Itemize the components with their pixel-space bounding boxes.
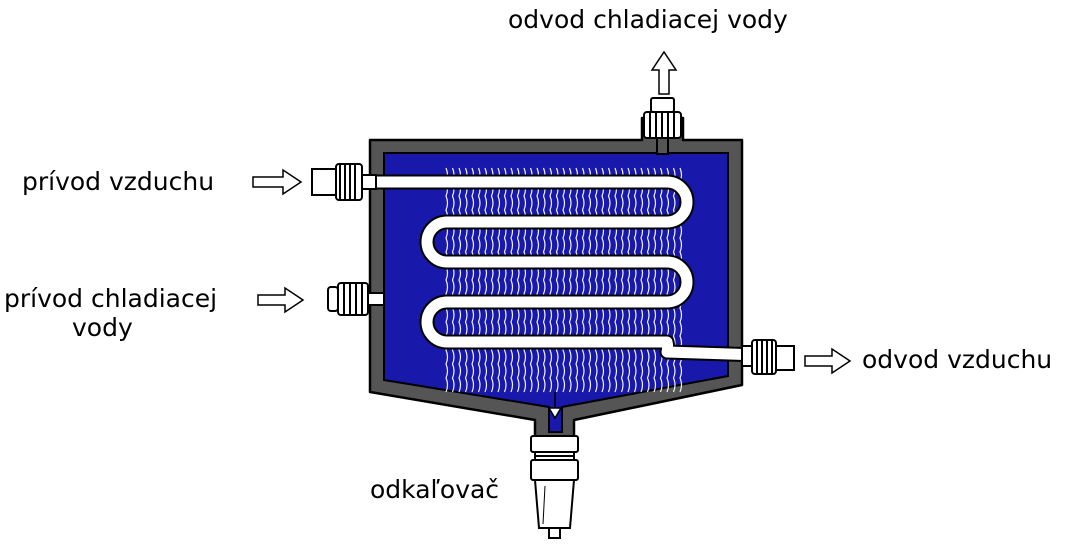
air-inlet-fitting — [311, 163, 377, 201]
coolant-inlet-fitting — [327, 282, 385, 316]
drain-flow-arrow — [547, 392, 563, 420]
label-water-outlet: odvod chladiacej vody — [508, 5, 788, 34]
coolant-outlet-fitting — [643, 97, 682, 155]
fin-line — [542, 167, 546, 393]
fin-line — [575, 167, 579, 393]
fin-line — [601, 167, 605, 393]
fin-line — [588, 167, 592, 393]
fin-line — [523, 167, 527, 393]
fin-line — [477, 167, 481, 393]
fin-line — [620, 167, 624, 393]
coolant-inlet-arrow — [257, 286, 305, 314]
fin-line — [458, 167, 462, 393]
fin-line — [555, 167, 559, 393]
fin-line — [490, 167, 494, 393]
fin-line — [451, 167, 455, 393]
fin-line — [581, 167, 585, 393]
fin-line — [646, 167, 650, 393]
fin-line — [529, 167, 533, 393]
air-outlet-fitting — [741, 339, 795, 375]
fin-line — [653, 167, 657, 393]
fin-line — [464, 167, 468, 393]
fin-line — [549, 167, 553, 393]
fin-line — [503, 167, 507, 393]
fin-line — [614, 167, 618, 393]
fin-line — [562, 167, 566, 393]
label-air-inlet: prívod vzduchu — [22, 167, 214, 196]
coolant-outlet-arrow — [650, 50, 678, 95]
fin-line — [445, 167, 449, 393]
label-water-inlet-line1: prívod chladiacej — [4, 284, 217, 313]
fin-line — [471, 167, 475, 393]
drain-valve — [530, 435, 579, 539]
label-air-outlet: odvod vzduchu — [862, 345, 1052, 374]
fin-line — [633, 167, 637, 393]
fin-line — [640, 167, 644, 393]
air-outlet-arrow — [804, 347, 852, 375]
fin-line — [510, 167, 514, 393]
fin-line — [516, 167, 520, 393]
fin-line — [627, 167, 631, 393]
air-inlet-arrow — [252, 168, 303, 196]
fin-line — [497, 167, 501, 393]
fin-line — [484, 167, 488, 393]
fin-line — [594, 167, 598, 393]
label-drain: odkaľovač — [370, 475, 499, 504]
fin-line — [536, 167, 540, 393]
cooling-fins — [445, 167, 683, 393]
label-water-inlet-line2: vody — [72, 313, 133, 342]
serpentine-tube — [350, 176, 761, 361]
fin-line — [568, 167, 572, 393]
fin-line — [607, 167, 611, 393]
